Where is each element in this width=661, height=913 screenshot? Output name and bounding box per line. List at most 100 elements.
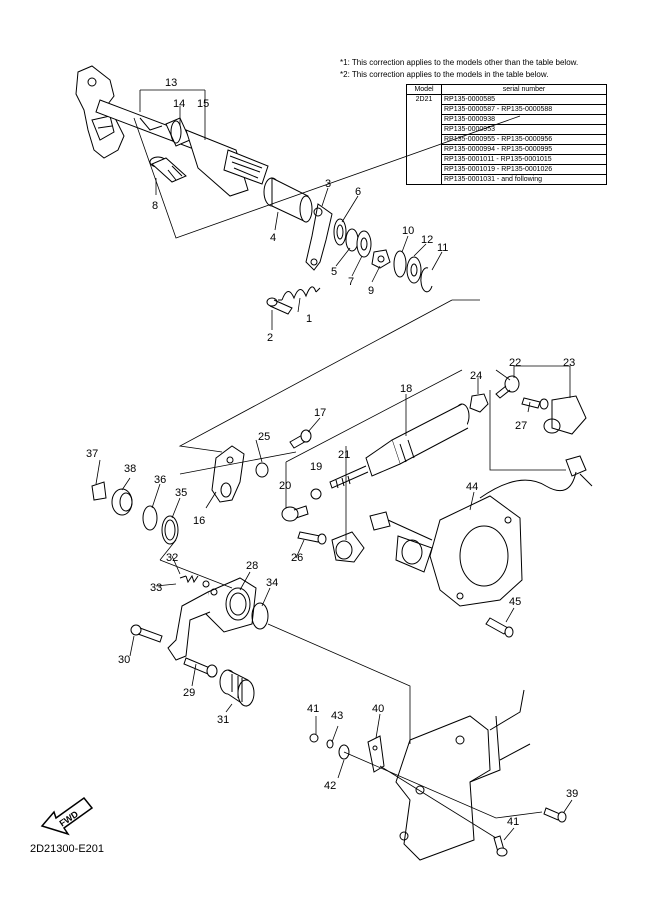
connector — [565, 455, 593, 487]
fwd-arrow: FWD — [40, 786, 98, 843]
callout: 26 — [291, 552, 303, 564]
callout: 2 — [267, 332, 273, 344]
callout-labels: 1 2 3 4 5 6 7 8 9 10 11 12 13 14 15 16 1… — [86, 77, 578, 828]
spring-1 — [278, 286, 321, 301]
clip-37 — [91, 481, 107, 501]
callout: 7 — [348, 276, 354, 288]
bolt-41-upper — [309, 733, 319, 743]
callout: 6 — [355, 186, 361, 198]
washer-43 — [326, 739, 334, 749]
callout: 20 — [279, 480, 291, 492]
screw-26 — [297, 531, 327, 545]
callout: 22 — [509, 357, 521, 369]
callout: 35 — [175, 487, 187, 499]
callout: 42 — [324, 780, 336, 792]
o-ring-35 — [161, 515, 179, 545]
callout: 5 — [331, 266, 337, 278]
callout: 45 — [509, 596, 521, 608]
bolt-8 — [149, 156, 187, 183]
bolt-29 — [183, 657, 218, 678]
washer-10 — [393, 250, 407, 278]
callout: 8 — [152, 200, 158, 212]
callout: 33 — [150, 582, 162, 594]
bolt-20 — [281, 505, 309, 522]
callout: 9 — [368, 285, 374, 297]
housing-28 — [167, 577, 257, 661]
callout: 43 — [331, 710, 343, 722]
callout: 38 — [124, 463, 136, 475]
callout: 44 — [466, 481, 478, 493]
callout: 25 — [258, 431, 270, 443]
callout: 14 — [173, 98, 185, 110]
callout: 29 — [183, 687, 195, 699]
nut-9 — [371, 249, 391, 269]
callout: 11 — [437, 242, 448, 254]
collar-25 — [255, 462, 269, 478]
callout: 18 — [400, 383, 412, 395]
o-ring-34 — [251, 602, 269, 630]
callout: 41 — [507, 816, 519, 828]
callout: 23 — [563, 357, 575, 369]
callout: 13 — [165, 77, 177, 89]
callout: 32 — [166, 552, 178, 564]
callout: 41 — [307, 703, 319, 715]
bushing-38 — [111, 488, 133, 516]
callout: 37 — [86, 448, 98, 460]
callout: 40 — [372, 703, 384, 715]
lever-16 — [211, 445, 245, 503]
bolt-39 — [543, 807, 567, 823]
note-2: *2: This correction applies to the model… — [340, 70, 549, 79]
bolt-41-lower — [493, 835, 508, 857]
callout: 30 — [118, 654, 130, 666]
note-1: *1: This correction applies to the model… — [340, 58, 579, 67]
ball-33 — [202, 580, 210, 588]
screw-27 — [521, 397, 549, 410]
callout: 1 — [306, 313, 312, 325]
washer-7 — [356, 230, 372, 258]
washer-6 — [333, 218, 347, 246]
actuator-44 — [369, 471, 577, 607]
bolt-30 — [130, 624, 163, 643]
nut-24 — [469, 393, 489, 413]
callout: 27 — [515, 420, 527, 432]
callout: 12 — [421, 234, 433, 246]
callout: 39 — [566, 788, 578, 800]
bushing-31 — [219, 669, 255, 707]
callout: 17 — [314, 407, 326, 419]
spring-32 — [179, 574, 199, 584]
callout: 19 — [310, 461, 322, 473]
shaft-18 — [329, 403, 470, 489]
bolt-17 — [289, 429, 312, 449]
cap-21 — [331, 531, 365, 563]
shift-shaft — [95, 99, 269, 197]
washer-5 — [345, 228, 359, 252]
callout: 16 — [193, 515, 205, 527]
lever-3 — [305, 203, 333, 271]
correction-notes: *1: This correction applies to the model… — [340, 57, 578, 81]
collar-4 — [263, 177, 313, 223]
callout: 31 — [217, 714, 229, 726]
leader-lines — [95, 89, 573, 841]
callout: 4 — [270, 232, 276, 244]
callout: 3 — [325, 178, 331, 190]
callout: 24 — [470, 370, 482, 382]
circlip-11 — [420, 267, 433, 293]
figure-code: 2D21300-E201 — [30, 843, 105, 855]
callout: 21 — [338, 449, 350, 461]
bolt-22 — [495, 375, 520, 399]
washer-12 — [406, 256, 422, 284]
serial-number-table: Model serial number 2D21 RP135-0000585 R… — [406, 84, 607, 185]
callout: 34 — [266, 577, 278, 589]
serial-row: RP135-0001031 - and following — [441, 174, 607, 185]
fwd-arrow-icon: FWD — [40, 796, 94, 836]
pin-2 — [266, 297, 293, 315]
bolt-45 — [485, 617, 514, 638]
nut-19 — [310, 488, 322, 500]
o-ring-36 — [142, 505, 158, 531]
bracket-lower — [395, 689, 531, 861]
cap-23 — [543, 395, 587, 435]
callout: 15 — [197, 98, 209, 110]
callout: 10 — [402, 225, 414, 237]
callout: 28 — [246, 560, 258, 572]
